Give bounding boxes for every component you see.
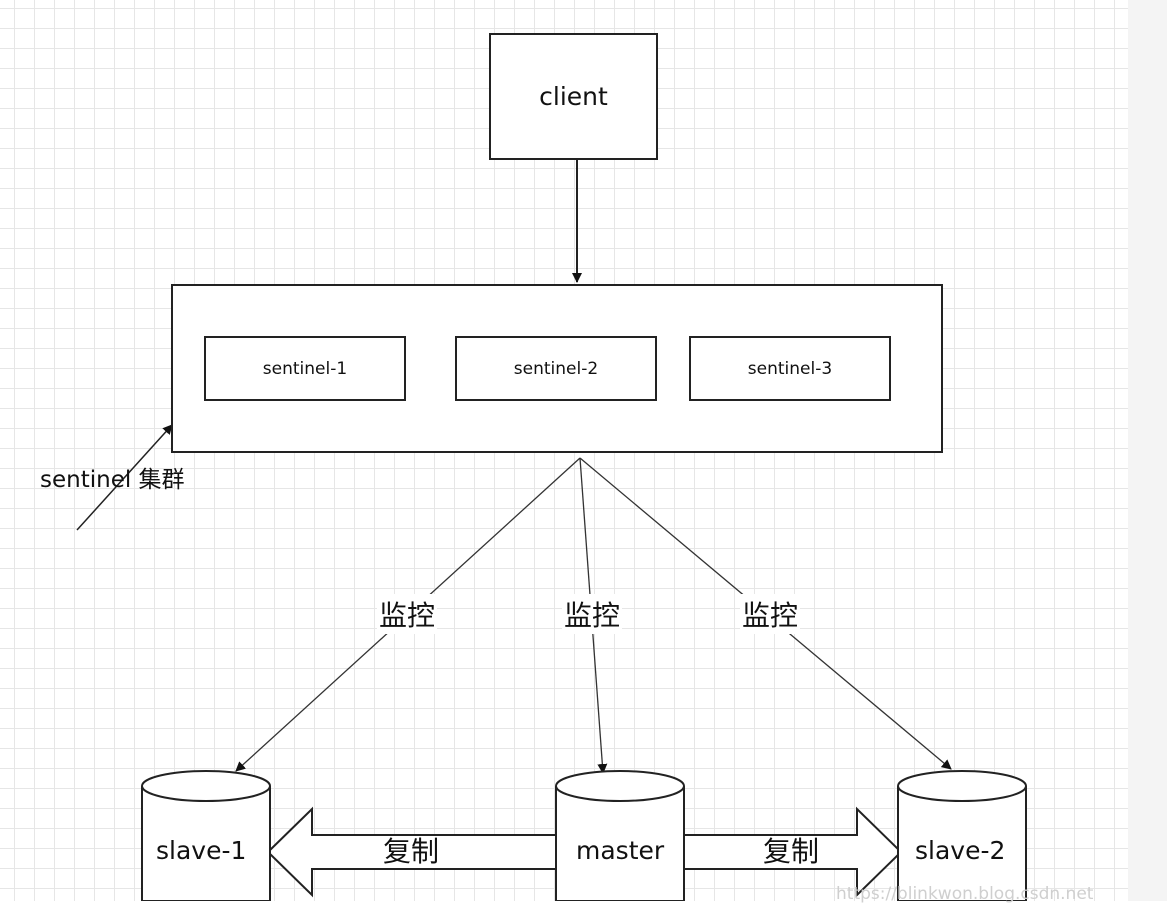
monitor-label-slave2: 监控 bbox=[740, 594, 801, 634]
master-label: master bbox=[576, 836, 665, 865]
monitor-label-slave1: 监控 bbox=[377, 594, 438, 634]
sentinel-3-node: sentinel-3 bbox=[689, 336, 891, 401]
slave1-database-icon bbox=[141, 770, 271, 901]
sentinel-1-label: sentinel-1 bbox=[262, 358, 348, 379]
sentinel-1-node: sentinel-1 bbox=[204, 336, 406, 401]
slave2-database-icon bbox=[897, 770, 1027, 901]
sentinel-2-node: sentinel-2 bbox=[455, 336, 657, 401]
replicate-arrow-right bbox=[682, 806, 903, 898]
cluster-label-pointer bbox=[76, 424, 173, 531]
sentinel-2-label: sentinel-2 bbox=[513, 358, 599, 379]
slave1-label: slave-1 bbox=[156, 836, 247, 865]
sentinel-3-label: sentinel-3 bbox=[747, 358, 833, 379]
slave2-label: slave-2 bbox=[915, 836, 1006, 865]
watermark: https://blinkwon.blog.csdn.net bbox=[836, 884, 1094, 904]
monitor-label-master: 监控 bbox=[562, 594, 623, 634]
replicate-label-right: 复制 bbox=[763, 835, 820, 868]
client-node: client bbox=[489, 33, 658, 160]
sentinel-cluster-label: sentinel 集群 bbox=[40, 467, 185, 493]
master-database-icon bbox=[555, 770, 685, 901]
replicate-label-left: 复制 bbox=[383, 835, 440, 868]
right-margin-strip bbox=[1128, 0, 1167, 901]
client-label: client bbox=[539, 82, 608, 111]
